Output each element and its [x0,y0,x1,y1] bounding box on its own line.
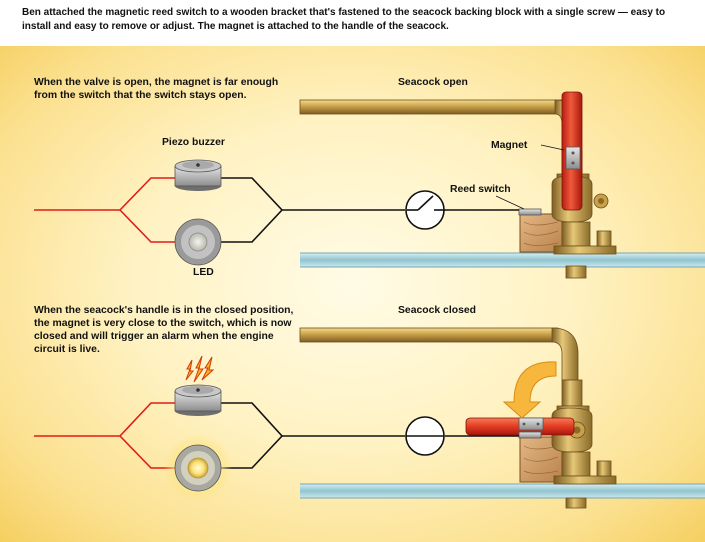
hull-bottom [300,483,705,499]
reed-switch-bottom [518,431,542,439]
reed-switch-top [518,208,542,216]
piezo-buzzer-bottom [174,384,222,416]
magnet-label: Magnet [491,140,528,151]
magnet-top [565,146,581,170]
pipe-bottom [299,327,579,381]
circuit-bottom [34,402,519,469]
circuit-top [34,177,519,243]
seacock-closed-title: Seacock closed [398,305,476,316]
rotation-arrow-icon [502,361,557,419]
hull-top [300,252,705,268]
seacock-bottom [551,379,617,509]
led-label: LED [193,267,214,278]
switch-symbol-open [405,190,445,230]
piezo-buzzer-label: Piezo buzzer [162,137,225,148]
led-bottom [164,434,232,502]
seacock-open-title: Seacock open [398,77,468,88]
caption-text: Ben attached the magnetic reed switch to… [22,7,666,32]
sound-bolt-icon [185,355,215,383]
closed-description: When the seacock's handle is in the clos… [34,305,294,355]
backing-block-bottom [519,436,563,483]
magnet-bottom [518,417,544,431]
reed-leader-top [495,195,525,210]
switch-symbol-closed [405,416,445,456]
reed-switch-label: Reed switch [450,184,511,195]
open-description: When the valve is open, the magnet is fa… [34,77,279,101]
magnet-leader-top [540,144,565,151]
pipe-top [299,99,579,151]
led-top [174,218,222,266]
piezo-buzzer-top [174,159,222,191]
